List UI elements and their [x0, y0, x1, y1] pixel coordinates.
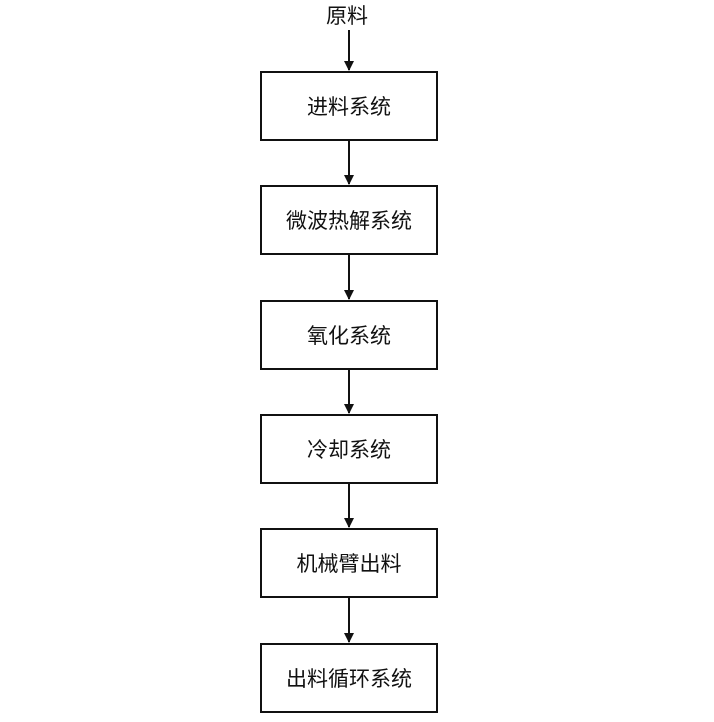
oxidation-system-label: 氧化系统: [307, 324, 391, 348]
microwave-pyrolysis-system-label: 微波热解系统: [286, 209, 412, 233]
oxidation-system-box: 氧化系统: [260, 300, 438, 370]
discharge-circulation-system-box: 出料循环系统: [260, 643, 438, 713]
discharge-circulation-system-label: 出料循环系统: [286, 667, 412, 691]
robotic-arm-discharge-label: 机械臂出料: [296, 552, 402, 576]
feed-system-box: 进料系统: [260, 71, 438, 141]
microwave-pyrolysis-system-box: 微波热解系统: [260, 185, 438, 255]
cooling-system-label: 冷却系统: [307, 438, 391, 462]
robotic-arm-discharge-box: 机械臂出料: [260, 528, 438, 598]
feed-system-label: 进料系统: [307, 95, 391, 119]
input-material-label: 原料: [326, 4, 368, 28]
cooling-system-box: 冷却系统: [260, 414, 438, 484]
